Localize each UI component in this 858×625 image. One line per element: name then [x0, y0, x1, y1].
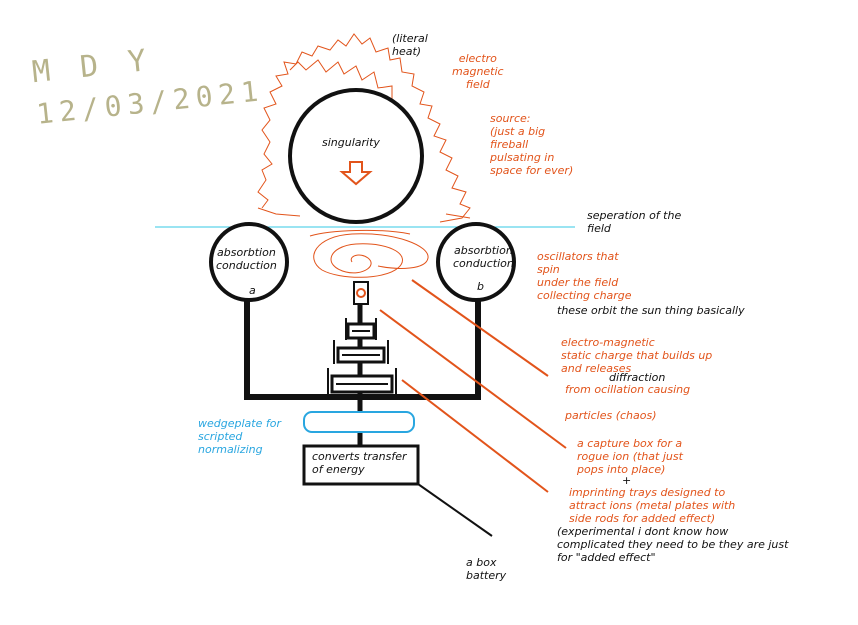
imprinting-tray-2 — [333, 340, 389, 364]
imprinting-label: imprinting trays designed to attract ion… — [569, 486, 736, 525]
pointer-oscillators — [411, 279, 549, 377]
converter-label: converts transfer of energy — [312, 450, 407, 476]
orbit-note: these orbit the sun thing basically — [557, 304, 745, 317]
fire-outline — [257, 33, 471, 223]
from-oscillation-label: from ocillation causing — [565, 383, 691, 396]
wedgeplate — [303, 411, 415, 433]
pointer-battery — [417, 483, 493, 537]
oscillators-label: oscillators that spin under the field co… — [537, 250, 632, 302]
down-arrow-icon — [339, 161, 373, 186]
absorber-b-label: absorbtion conduction — [453, 244, 514, 270]
diffraction-label: diffraction — [609, 371, 666, 384]
wedgeplate-label: wedgeplate for scripted normalizing — [198, 417, 281, 456]
separation-label: seperation of the field — [587, 209, 682, 235]
converter-box — [302, 444, 420, 486]
plus-sign: + — [622, 474, 632, 487]
battery-label: a box battery — [466, 556, 507, 582]
experimental-note: (experimental i dont know how complicate… — [557, 525, 789, 564]
ion-icon — [356, 288, 366, 298]
absorber-b-letter: b — [477, 280, 484, 293]
imprinting-tray-1 — [345, 318, 377, 340]
oscillation-spiral — [313, 233, 429, 278]
singularity-circle — [288, 88, 424, 224]
oscillation-ellipse — [309, 229, 411, 237]
absorber-a-letter: a — [249, 284, 256, 297]
field-label: electro magnetic field — [452, 52, 504, 91]
absorber-a-label: absorbtion conduction — [216, 246, 277, 272]
particles-label: particles (chaos) — [565, 409, 657, 422]
imprinting-tray-3 — [327, 368, 397, 394]
source-label: source: (just a big fireball pulsating i… — [490, 112, 574, 177]
capture-box — [353, 281, 369, 305]
capture-box-label: a capture box for a rogue ion (that just… — [577, 437, 683, 476]
pointer-capture-box — [379, 309, 567, 449]
fire-outline-left-detail — [257, 207, 471, 219]
fire-note: (literal heat) — [392, 32, 428, 58]
em-static-label: electro-magnetic static charge that buil… — [561, 336, 713, 375]
singularity-label: singularity — [322, 136, 380, 149]
fire-outline-inner — [289, 59, 393, 100]
pointer-trays — [401, 379, 549, 493]
